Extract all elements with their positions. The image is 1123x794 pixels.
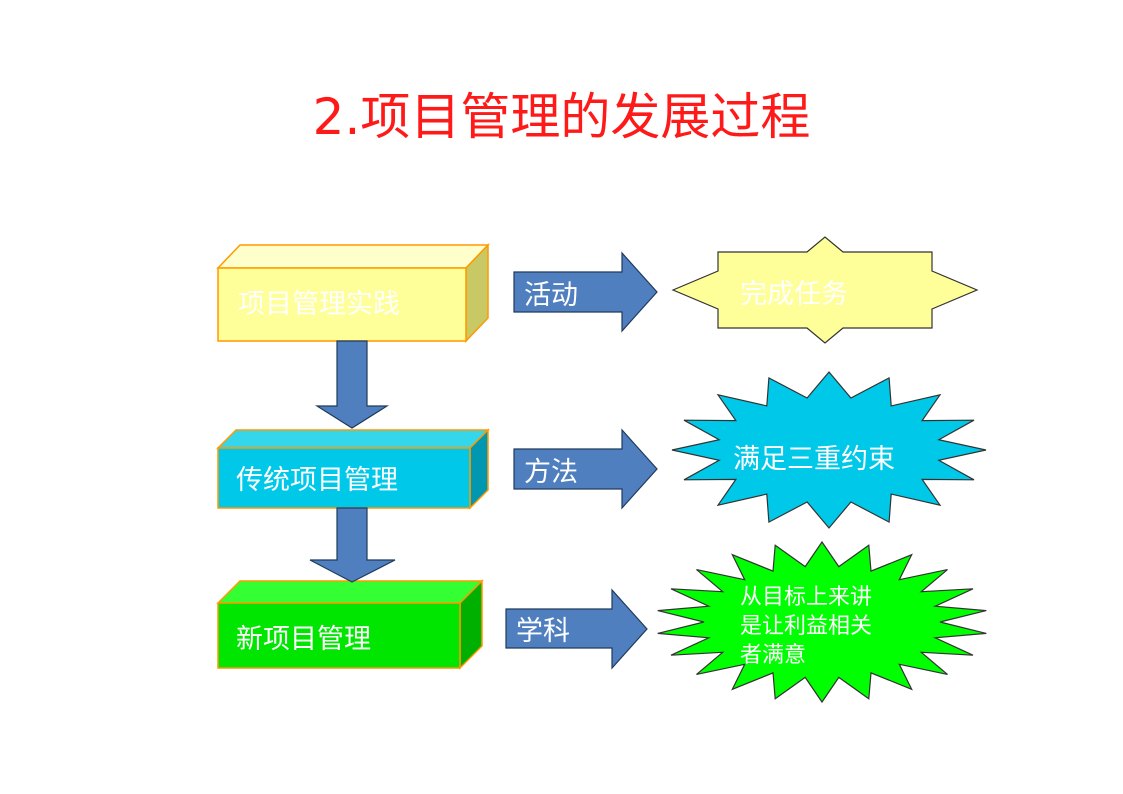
stage-label: 新项目管理 bbox=[236, 624, 371, 655]
right-arrow-icon bbox=[505, 588, 648, 670]
right-arrow-activity: 活动 bbox=[513, 251, 658, 333]
outcome-label-line: 者满意 bbox=[740, 643, 806, 668]
seal-shape bbox=[671, 371, 987, 529]
outcome-label-line: 是让利益相关 bbox=[740, 614, 872, 639]
stage-box-top bbox=[216, 429, 490, 449]
right-arrow-method: 方法 bbox=[513, 428, 658, 510]
stage-box-traditional: 传统项目管理 bbox=[216, 428, 490, 510]
outcome-label: 满足三重约束 bbox=[733, 444, 895, 475]
outcome-triple-constraint: 满足三重约束 bbox=[671, 371, 987, 529]
stage-box-front bbox=[217, 267, 467, 342]
stage-box-new: 新项目管理 bbox=[216, 579, 484, 670]
right-arrow-icon bbox=[513, 251, 658, 333]
outcome-label-line: 从目标上来讲 bbox=[740, 585, 872, 610]
right-arrow-icon bbox=[513, 428, 658, 510]
stage-box-front bbox=[217, 602, 461, 669]
outcome-complete-task: 完成任务 bbox=[671, 236, 979, 344]
stage-label: 传统项目管理 bbox=[236, 465, 398, 496]
stage-box-top bbox=[216, 580, 484, 604]
outcome-label: 完成任务 bbox=[740, 279, 848, 310]
right-arrow-discipline: 学科 bbox=[505, 588, 648, 670]
stage-box-practice: 项目管理实践 bbox=[216, 243, 490, 343]
seal-shape bbox=[657, 540, 987, 704]
arrow-label: 方法 bbox=[524, 457, 578, 488]
stage-label: 项目管理实践 bbox=[238, 289, 400, 320]
page-title: 2.项目管理的发展过程 bbox=[312, 88, 811, 146]
arrow-label: 活动 bbox=[524, 280, 578, 311]
stage-box-front bbox=[217, 447, 471, 509]
star-shape bbox=[671, 236, 979, 344]
arrow-label: 学科 bbox=[516, 616, 570, 647]
outcome-stakeholder-satisfaction: 从目标上来讲 是让利益相关 者满意 bbox=[657, 540, 987, 704]
down-arrow-icon bbox=[314, 340, 390, 429]
down-arrow-icon bbox=[309, 507, 396, 583]
stage-box-top bbox=[216, 244, 490, 269]
